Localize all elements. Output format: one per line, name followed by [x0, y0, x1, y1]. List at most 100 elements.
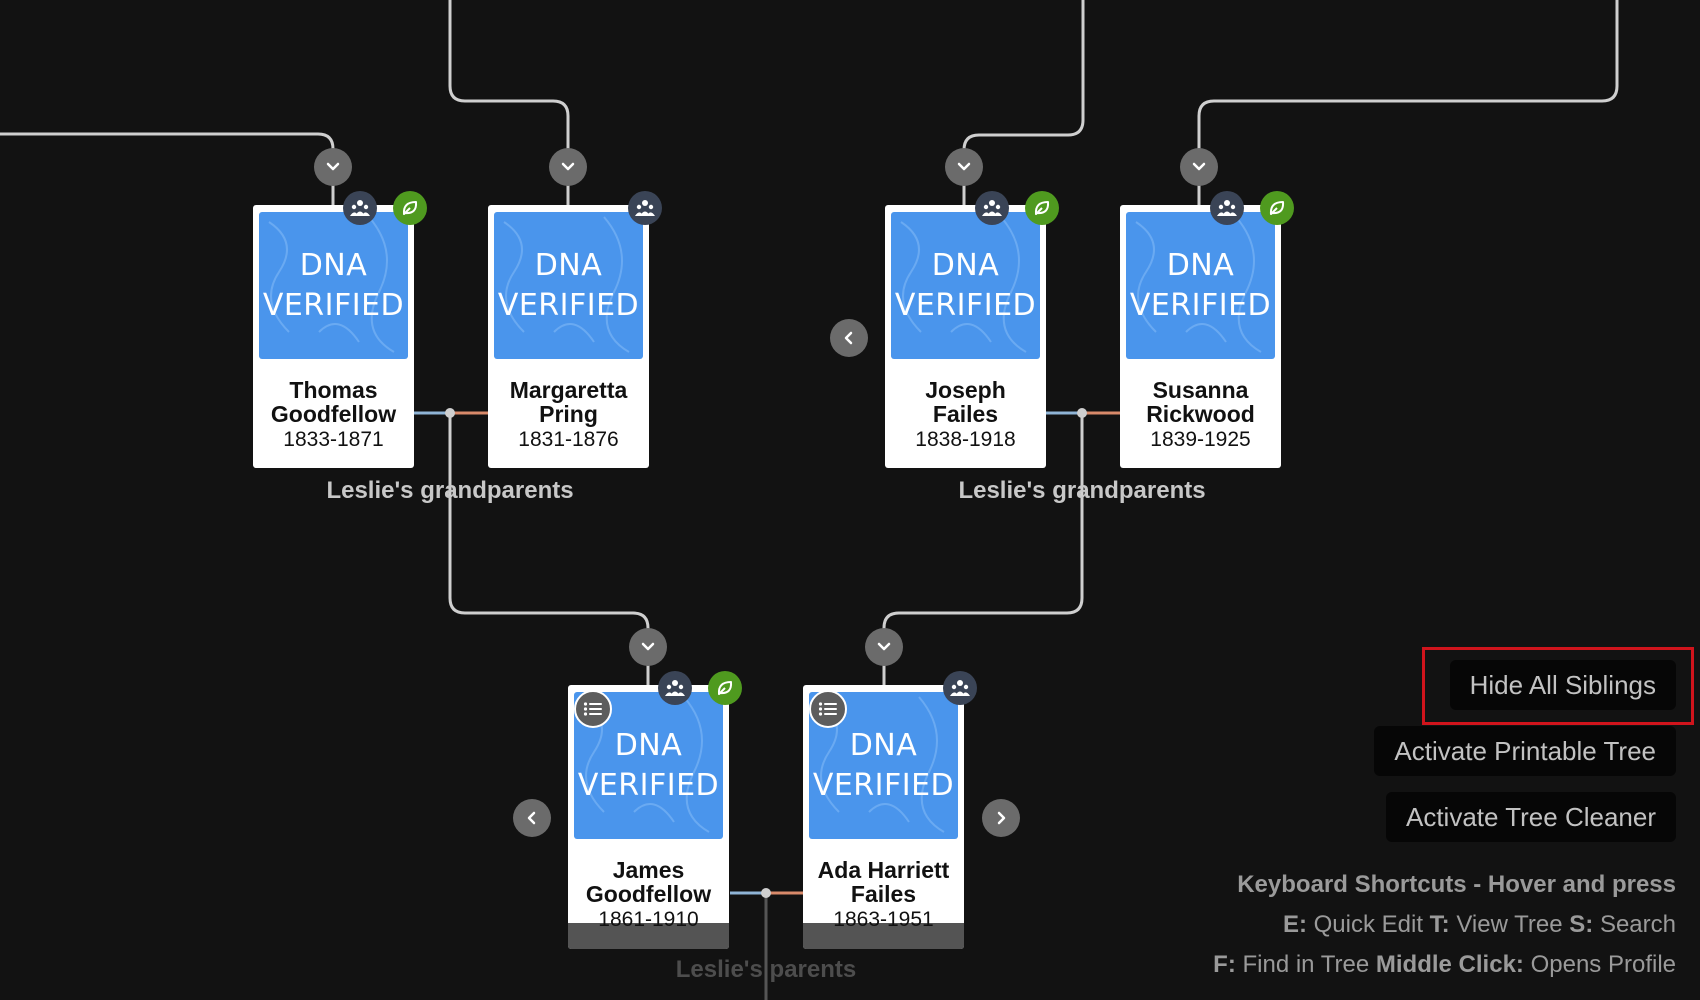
- hint-leaf-badge[interactable]: [1025, 191, 1059, 225]
- next-sibling-button[interactable]: [982, 799, 1020, 837]
- person-card-thomas-goodfellow[interactable]: DNA VERIFIED Thomas Goodfellow 1833-1871: [253, 205, 414, 468]
- hint-leaf-badge[interactable]: [1260, 191, 1294, 225]
- leaf-icon: [717, 681, 733, 695]
- keyboard-shortcuts-line2: F: Find in Tree Middle Click: Opens Prof…: [1213, 950, 1676, 980]
- dna-helix-icon: [503, 216, 630, 353]
- family-badge[interactable]: [343, 191, 377, 225]
- family-badge[interactable]: [943, 671, 977, 705]
- photo-text-line1: DNA: [614, 727, 683, 763]
- person-card-james-goodfellow[interactable]: DNA VERIFIED James Goodfellow 1861-1910: [568, 685, 729, 949]
- details-list-button[interactable]: [809, 690, 847, 728]
- photo-text-line2: VERIFIED: [894, 287, 1037, 323]
- family-group-icon: [982, 200, 1002, 216]
- leaf-icon: [1269, 201, 1285, 215]
- person-name: Ada Harriett Failes: [809, 858, 958, 906]
- shortcut-key-f: F:: [1213, 951, 1236, 978]
- selection-highlight: [1422, 647, 1694, 725]
- dna-verified-photo: DNA VERIFIED: [494, 212, 643, 359]
- family-badge[interactable]: [658, 671, 692, 705]
- person-card-ada-harriett-failes[interactable]: DNA VERIFIED Ada Harriett Failes 1863-19…: [803, 685, 964, 949]
- person-last-name: Pring: [539, 401, 598, 427]
- person-card-susanna-rickwood[interactable]: DNA VERIFIED Susanna Rickwood 1839-1925: [1120, 205, 1281, 468]
- family-group-icon: [665, 680, 685, 696]
- dna-helix-icon: [1135, 216, 1262, 353]
- activate-printable-tree-button[interactable]: Activate Printable Tree: [1374, 726, 1676, 776]
- person-card-margaretta-pring[interactable]: DNA VERIFIED Margaretta Pring 1831-1876: [488, 205, 649, 468]
- person-lifespan: 1833-1871: [283, 428, 384, 451]
- hide-all-siblings-button[interactable]: Hide All Siblings: [1449, 660, 1676, 710]
- details-list-button[interactable]: [574, 690, 612, 728]
- person-last-name: Goodfellow: [270, 401, 397, 427]
- card-overlay: [803, 923, 964, 949]
- person-last-name: Goodfellow: [585, 881, 712, 907]
- group-label-parents: Leslie's parents: [675, 956, 857, 983]
- person-card-joseph-failes[interactable]: DNA VERIFIED Joseph Failes 1838-1918: [885, 205, 1046, 468]
- expand-parents-button[interactable]: [549, 148, 587, 186]
- person-first-name: Ada Harriett: [817, 857, 950, 883]
- chevron-down-icon: [877, 642, 891, 651]
- leaf-icon: [1034, 201, 1050, 215]
- photo-text-line2: VERIFIED: [1129, 287, 1272, 323]
- photo-text-line1: DNA: [299, 247, 368, 283]
- person-first-name: Joseph: [925, 377, 1006, 403]
- previous-sibling-button[interactable]: [830, 319, 868, 357]
- hint-leaf-badge[interactable]: [393, 191, 427, 225]
- photo-text-line1: DNA: [931, 247, 1000, 283]
- family-badge[interactable]: [1210, 191, 1244, 225]
- shortcut-key-middle-click: Middle Click:: [1375, 951, 1524, 978]
- person-name: Thomas Goodfellow: [259, 378, 408, 426]
- family-group-icon: [635, 200, 655, 216]
- shortcut-key-t: T:: [1429, 911, 1450, 938]
- expand-parents-button[interactable]: [945, 148, 983, 186]
- chevron-down-icon: [1192, 162, 1206, 171]
- family-badge[interactable]: [975, 191, 1009, 225]
- list-icon: [818, 702, 837, 716]
- person-first-name: Thomas: [289, 377, 378, 403]
- person-name: Margaretta Pring: [494, 378, 643, 426]
- expand-parents-button[interactable]: [865, 628, 903, 666]
- leaf-icon: [402, 201, 418, 215]
- previous-sibling-button[interactable]: [513, 799, 551, 837]
- expand-parents-button[interactable]: [629, 628, 667, 666]
- person-first-name: James: [612, 857, 685, 883]
- dna-helix-icon: [268, 216, 395, 353]
- hint-leaf-badge[interactable]: [708, 671, 742, 705]
- group-label-grandparents: Leslie's grandparents: [326, 477, 574, 504]
- group-label-grandparents: Leslie's grandparents: [958, 477, 1206, 504]
- dna-verified-photo: DNA VERIFIED: [891, 212, 1040, 359]
- shortcut-action-middle-click: Opens Profile: [1530, 951, 1676, 978]
- person-last-name: Failes: [932, 401, 999, 427]
- chevron-down-icon: [561, 162, 575, 171]
- photo-text-line1: DNA: [1166, 247, 1235, 283]
- family-group-icon: [1217, 200, 1237, 216]
- photo-text-line2: VERIFIED: [262, 287, 405, 323]
- photo-text-line2: VERIFIED: [577, 767, 720, 803]
- person-first-name: Margaretta: [509, 377, 628, 403]
- chevron-down-icon: [957, 162, 971, 171]
- expand-parents-button[interactable]: [314, 148, 352, 186]
- shortcut-key-e: E:: [1282, 911, 1307, 938]
- shortcut-action-f: Find in Tree: [1242, 951, 1370, 978]
- person-lifespan: 1839-1925: [1150, 428, 1251, 451]
- keyboard-shortcuts-line1: E: Quick Edit T: View Tree S: Search: [1283, 910, 1676, 940]
- person-name: Joseph Failes: [891, 378, 1040, 426]
- family-badge[interactable]: [628, 191, 662, 225]
- expand-parents-button[interactable]: [1180, 148, 1218, 186]
- person-name: Susanna Rickwood: [1126, 378, 1275, 426]
- photo-text-line2: VERIFIED: [497, 287, 640, 323]
- keyboard-shortcuts-title: Keyboard Shortcuts - Hover and press: [1237, 870, 1676, 900]
- shortcut-key-s: S:: [1569, 911, 1594, 938]
- chevron-left-icon: [527, 811, 536, 825]
- person-lifespan: 1831-1876: [518, 428, 619, 451]
- shortcuts-heading: Keyboard Shortcuts - Hover and press: [1237, 871, 1676, 898]
- activate-tree-cleaner-button[interactable]: Activate Tree Cleaner: [1385, 792, 1676, 842]
- shortcut-action-t: View Tree: [1456, 911, 1563, 938]
- photo-text-line2: VERIFIED: [812, 767, 955, 803]
- card-overlay: [568, 923, 729, 949]
- dna-helix-icon: [900, 216, 1027, 353]
- person-last-name: Rickwood: [1146, 401, 1255, 427]
- list-icon: [583, 702, 602, 716]
- person-last-name: Failes: [850, 881, 917, 907]
- chevron-down-icon: [326, 162, 340, 171]
